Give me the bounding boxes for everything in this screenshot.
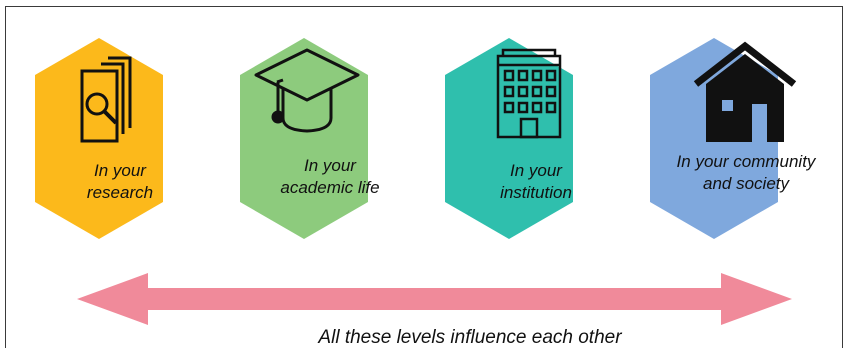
academic-hexagon — [240, 38, 368, 239]
academic-label-line2: academic life — [280, 178, 379, 197]
double-headed-arrow — [77, 273, 792, 325]
community-label-line2: and society — [703, 174, 790, 193]
research-documents-icon — [80, 56, 132, 143]
institution-hexagon — [445, 38, 573, 239]
level-community: In your community and society — [650, 38, 817, 239]
research-label-line2: research — [87, 183, 153, 202]
institution-label-line2: institution — [500, 183, 572, 202]
graduation-cap-icon — [254, 48, 360, 133]
academic-label-line1: In your — [304, 156, 357, 175]
house-icon — [693, 41, 797, 142]
institution-label-line1: In your — [510, 161, 563, 180]
level-institution: In your institution — [445, 38, 573, 239]
level-research: In your research — [35, 38, 163, 239]
research-label-line1: In your — [94, 161, 147, 180]
influence-caption: All these levels influence each other — [317, 327, 622, 348]
building-icon — [496, 48, 562, 139]
diagram-frame — [5, 6, 843, 348]
level-academic-life: In your academic life — [240, 38, 380, 239]
community-label-line1: In your community — [677, 152, 817, 171]
